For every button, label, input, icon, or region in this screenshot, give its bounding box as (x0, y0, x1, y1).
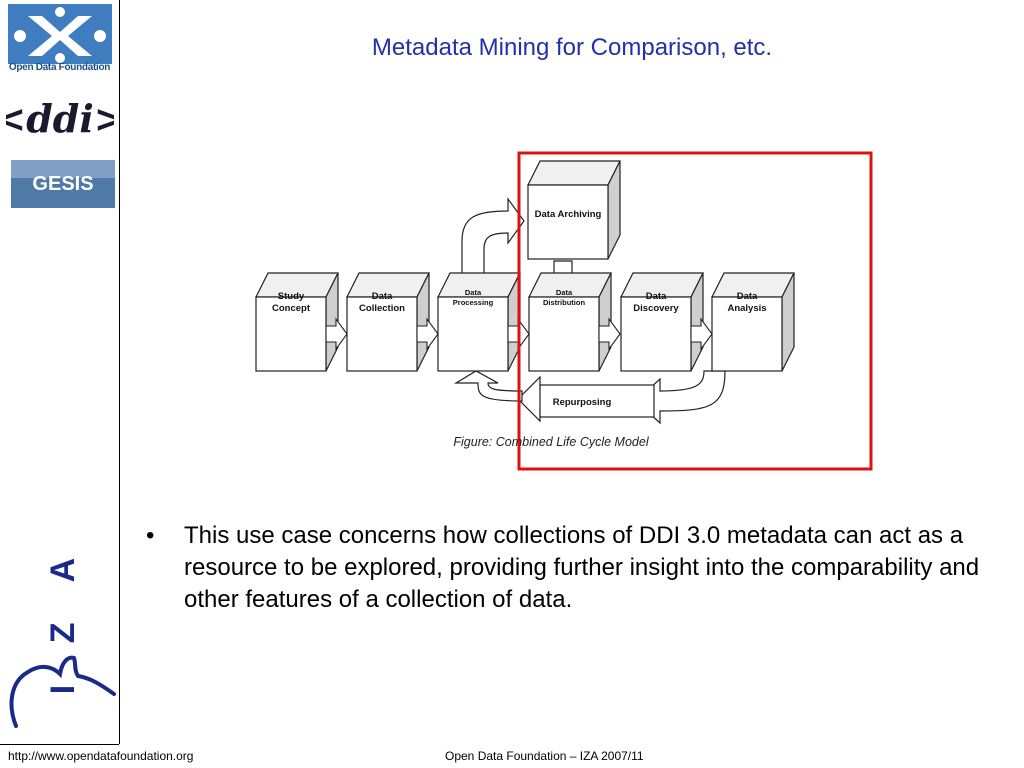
cube-label-line: Study (278, 291, 305, 302)
repurposing-label: Repurposing (553, 397, 612, 408)
cube-label-line: Processing (453, 298, 494, 307)
bullet-symbol: • (146, 522, 155, 549)
gesis-logo: GESIS (11, 160, 115, 208)
cube-label-line: Distribution (543, 298, 585, 307)
cube-label-line: Discovery (633, 303, 679, 314)
cube-label-line: Data (372, 291, 393, 302)
data-archiving-label: Data Archiving (535, 209, 602, 220)
iza-profile-icon (9, 655, 116, 728)
flow-arrow (598, 317, 621, 351)
flow-arrow (325, 317, 348, 351)
data-archiving-box: Data Archiving (527, 160, 621, 260)
archiving-flow-arrow (461, 197, 525, 276)
footer-divider (0, 744, 119, 745)
flow-arrow (416, 317, 439, 351)
cube-label-line: Data (737, 291, 758, 302)
cube-label-line: Data (465, 288, 482, 297)
slide-title: Metadata Mining for Comparison, etc. (371, 34, 773, 61)
odf-logo-text: Open Data Foundation (8, 62, 111, 73)
cube-label-line: Data (646, 291, 667, 302)
life-cycle-diagram: Repurposing Data Archiving StudyConceptD… (255, 151, 873, 471)
open-data-foundation-logo (8, 4, 112, 64)
repurposing-box (539, 384, 655, 418)
footer-url: http://www.opendatafoundation.org (8, 749, 194, 763)
ddi-logo-text: <ddi> (6, 96, 114, 141)
flow-arrow (690, 317, 713, 351)
cube-label-line: Collection (359, 303, 405, 314)
analysis-to-repurposing-arrow (635, 370, 726, 425)
footer-center-text: Open Data Foundation – IZA 2007/11 (445, 749, 644, 763)
sidebar: Open Data Foundation <ddi> GESIS I Z A (0, 0, 120, 744)
ddi-logo: <ddi> (6, 96, 114, 141)
cube-label-line: Data (556, 288, 573, 297)
cube-label-line: Concept (272, 303, 311, 314)
cube-label-line: Analysis (727, 303, 766, 314)
iza-logo: I Z A (9, 542, 116, 728)
gesis-logo-text: GESIS (32, 173, 94, 195)
repurposing-to-processing-arrow (453, 370, 523, 402)
bullet-text: This use case concerns how collections o… (184, 522, 980, 613)
gesis-logo-bar (11, 160, 115, 178)
highlight-rectangle (517, 151, 873, 471)
figure-caption: Figure: Combined Life Cycle Model (453, 435, 649, 449)
